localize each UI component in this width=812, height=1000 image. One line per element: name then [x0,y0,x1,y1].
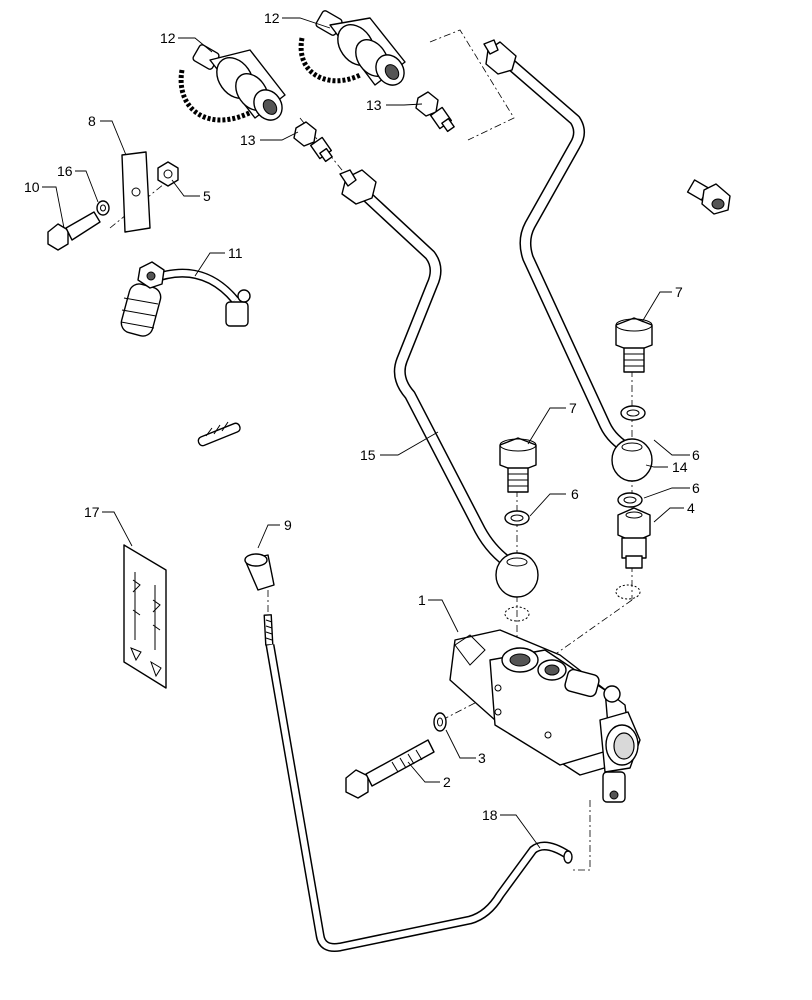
plate-8 [121,151,151,233]
callout-15: 15 [360,447,376,463]
leader-lines [42,17,690,849]
callout-14: 14 [672,459,688,475]
valve-1 [449,629,641,803]
washer-3 [433,712,447,732]
quick-coupler-12-left [178,44,286,123]
callout-17: 17 [84,504,100,520]
nut-5 [157,161,179,187]
callout-1: 1 [418,592,426,608]
callout-11: 11 [228,245,243,261]
adapter-13-right [415,91,455,133]
bolt-2 [345,739,435,799]
callout-6: 6 [692,447,700,463]
callout-7: 7 [569,400,577,416]
callout-10: 10 [24,179,40,195]
callout-2: 2 [443,774,451,790]
fitting-4 [617,507,651,569]
lever-rod [263,614,573,952]
decal-17 [123,544,167,689]
roll-pin [197,421,241,447]
washer-16 [96,200,110,216]
knob-9 [244,553,275,591]
callout-16: 16 [57,163,73,179]
bolt-10 [47,211,101,251]
tube-14 [483,39,653,482]
callout-12: 12 [160,30,176,46]
callout-8: 8 [88,113,96,129]
callout-13: 13 [240,132,256,148]
callout-13: 13 [366,97,382,113]
callout-5: 5 [203,188,211,204]
callout-12: 12 [264,10,280,26]
tube-15 [339,169,539,598]
washers-6 [504,405,646,622]
banjo-bolt-7-right [615,317,653,373]
callout-4: 4 [687,500,695,516]
quick-coupler-12-right [298,10,406,86]
callout-6: 6 [571,486,579,502]
callout-18: 18 [482,807,498,823]
callout-7: 7 [675,284,683,300]
banjo-bolt-7-left [499,437,537,493]
plug-fitting [686,179,731,215]
callout-labels: 1 2 3 4 5 6 6 6 7 7 8 9 10 11 12 12 13 1… [24,10,700,823]
adapter-13-left [293,121,333,163]
callout-9: 9 [284,517,292,533]
hose-11 [120,261,251,337]
callout-3: 3 [478,750,486,766]
callout-6: 6 [692,480,700,496]
